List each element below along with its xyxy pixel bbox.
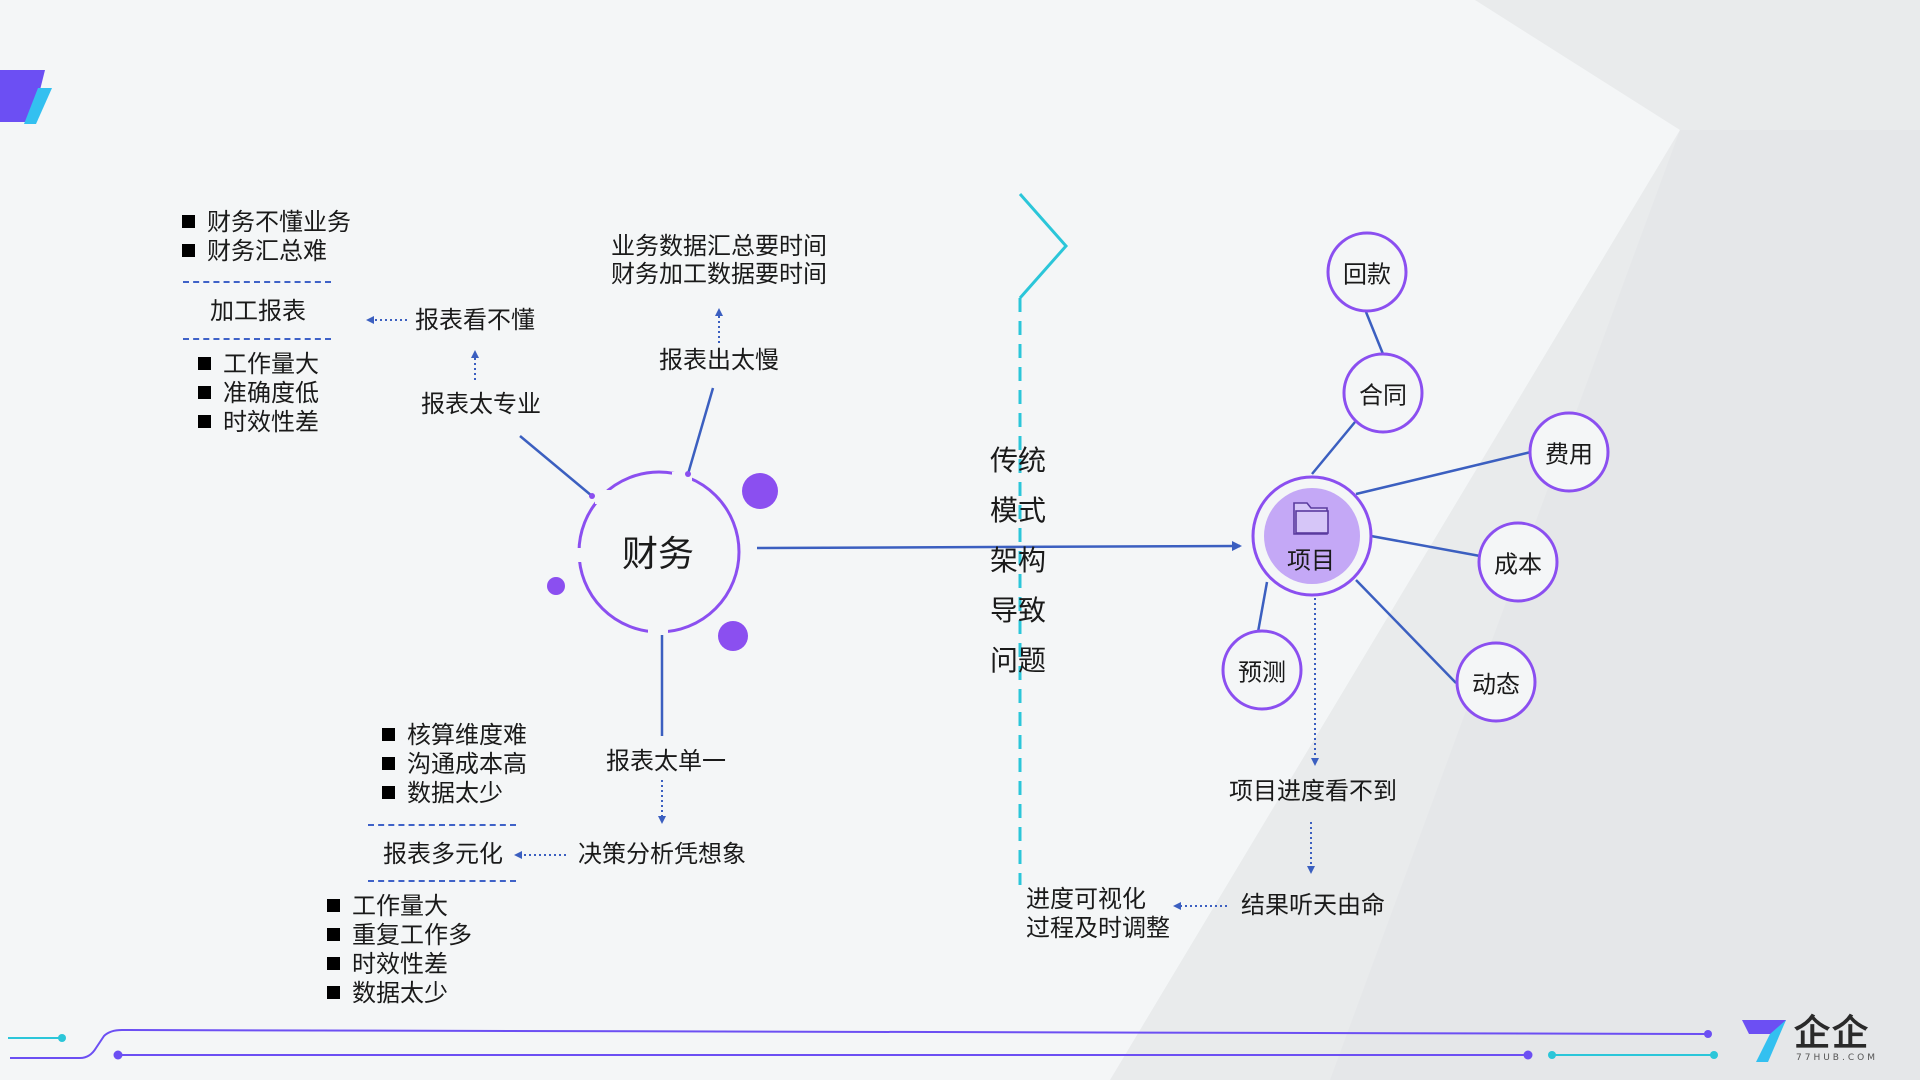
node-ring-dongtai [1455, 641, 1537, 723]
report-too-single-label: 报表太单一 [606, 747, 726, 775]
node-dongtai: 动态 [1472, 670, 1520, 699]
progress-invisible-label: 项目进度看不到 [1229, 777, 1397, 805]
list-item: 工作量大 [327, 892, 472, 921]
list-item: 核算维度难 [382, 721, 527, 750]
list-item: 时效性差 [198, 408, 319, 437]
list-item: 沟通成本高 [382, 750, 527, 779]
finance-top-bullets: 财务不懂业务 财务汇总难 [182, 208, 351, 266]
list-item: 数据太少 [382, 779, 527, 808]
project-core [1264, 488, 1360, 584]
decor-dot [718, 621, 748, 651]
node-feiyong: 费用 [1545, 440, 1593, 469]
divider-chevron [1018, 193, 1069, 299]
dashed-rule [183, 281, 331, 283]
connector-line [519, 435, 593, 497]
node-chengben: 成本 [1494, 550, 1542, 579]
connector-line [1370, 534, 1481, 558]
list-item: 准确度低 [198, 379, 319, 408]
report-too-slow-label: 报表出太慢 [659, 346, 779, 374]
list-item: 重复工作多 [327, 921, 472, 950]
data-needs-time-line2: 财务加工数据要时间 [611, 260, 827, 288]
footer-decoration [8, 1028, 1718, 1060]
list-item: 财务不懂业务 [182, 208, 351, 237]
list-item: 数据太少 [327, 979, 472, 1008]
report-unreadable-label: 报表看不懂 [415, 306, 535, 334]
node-hetong: 合同 [1359, 381, 1407, 410]
list-item: 时效性差 [327, 950, 472, 979]
list-item: 财务汇总难 [182, 237, 351, 266]
process-report-bullets: 工作量大 准确度低 时效性差 [198, 350, 319, 437]
connector-line [1364, 311, 1385, 355]
node-yuce: 预测 [1238, 658, 1286, 687]
connector-line [686, 387, 715, 475]
node-ring-yuce [1221, 629, 1303, 711]
connector-line [1355, 579, 1457, 684]
diversified-report-bullets: 工作量大 重复工作多 时效性差 数据太少 [327, 892, 472, 1008]
decor-dot [547, 577, 565, 595]
decision-guess-label: 决策分析凭想象 [578, 840, 746, 868]
connector-line [1355, 450, 1532, 496]
dashed-rule [183, 338, 331, 340]
connector-line [1311, 421, 1356, 475]
brand-logo-icon [1742, 1020, 1786, 1062]
visualize-line2: 过程及时调整 [1026, 914, 1170, 942]
corner-logo-icon [0, 70, 52, 124]
diversified-report-heading: 报表多元化 [383, 840, 503, 868]
project-center-label: 项目 [1287, 546, 1335, 575]
brand-domain: 77HUB.COM [1796, 1053, 1878, 1063]
main-arrow [756, 541, 1242, 552]
node-ring-feiyong [1528, 411, 1610, 493]
node-huikuan: 回款 [1343, 260, 1391, 289]
node-ring-chengben [1477, 521, 1559, 603]
finance-bottom-bullets: 核算维度难 沟通成本高 数据太少 [382, 721, 527, 808]
traditional-mode-caption: 传统 模式 架构 导致 问题 [989, 444, 1046, 677]
data-needs-time-line1: 业务数据汇总要时间 [611, 232, 827, 260]
folder-icon [1293, 502, 1329, 535]
bg-shape-light [1330, 130, 1920, 1080]
finance-center-label: 财务 [621, 534, 695, 575]
decor-dot [742, 473, 778, 509]
report-too-professional-label: 报表太专业 [421, 390, 541, 418]
list-item: 工作量大 [198, 350, 319, 379]
dashed-rule [368, 880, 516, 882]
visualize-line1: 进度可视化 [1026, 885, 1146, 913]
connector-line [1256, 581, 1269, 633]
node-ring-hetong [1342, 352, 1424, 434]
dashed-rule [368, 824, 516, 826]
result-fate-label: 结果听天由命 [1241, 891, 1385, 919]
process-report-heading: 加工报表 [210, 297, 306, 325]
node-ring-huikuan [1326, 231, 1408, 313]
brand-name: 企企 [1794, 1013, 1871, 1054]
